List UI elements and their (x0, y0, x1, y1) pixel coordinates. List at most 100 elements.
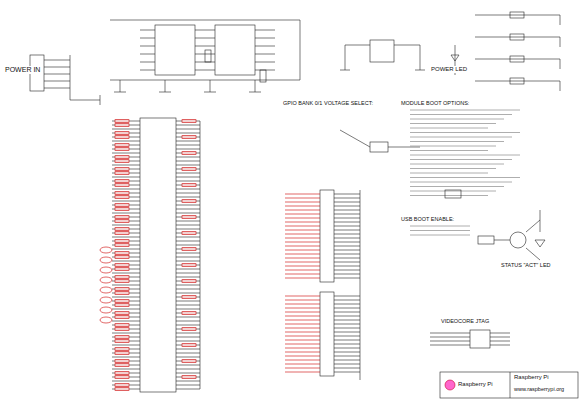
wire (176, 281, 200, 282)
part-outline (115, 120, 129, 123)
wire (176, 329, 200, 330)
part-outline (115, 172, 129, 175)
wire (112, 241, 140, 242)
part-outline (115, 324, 129, 327)
wire (334, 296, 360, 297)
wire (285, 258, 320, 259)
section-label: VIDEOCORE JTAG (440, 318, 490, 324)
wire (285, 214, 320, 215)
wire (410, 164, 504, 165)
part-outline (182, 136, 196, 139)
wire (112, 129, 140, 130)
part-outline (370, 40, 394, 62)
wire (285, 356, 320, 357)
wire (210, 80, 211, 92)
wire (112, 289, 140, 290)
wire (112, 281, 140, 282)
wire (112, 225, 140, 226)
part-outline (115, 336, 129, 339)
wire (204, 92, 216, 93)
part-outline (115, 276, 129, 279)
led-symbol (451, 55, 459, 61)
wire (176, 349, 200, 350)
wire (176, 389, 200, 390)
wire (285, 262, 320, 263)
wire (176, 149, 200, 150)
wire (285, 270, 320, 271)
wire (176, 145, 200, 146)
part-outline (140, 118, 176, 392)
wire (526, 220, 540, 232)
wire (334, 336, 360, 337)
wire (112, 261, 140, 262)
wire (112, 137, 140, 138)
wire (112, 341, 140, 342)
wire (334, 332, 360, 333)
wire (494, 240, 510, 241)
wire (334, 246, 360, 247)
wire (176, 221, 200, 222)
part-outline (115, 360, 129, 363)
section-label: USB BOOT ENABLE: (400, 216, 455, 222)
wire (255, 54, 275, 55)
wire (334, 206, 360, 207)
wire (410, 150, 488, 151)
part-outline (320, 190, 334, 282)
wire (285, 344, 320, 345)
wire (430, 341, 470, 342)
wire (334, 226, 360, 227)
wire (540, 210, 541, 232)
wire (140, 38, 155, 39)
wire (112, 213, 140, 214)
part-outline (155, 25, 195, 75)
wire (112, 329, 140, 330)
part-outline (115, 180, 129, 183)
wire (140, 46, 155, 47)
wire (112, 209, 140, 210)
wire (430, 333, 470, 334)
wire (112, 237, 140, 238)
wire (285, 222, 320, 223)
wire (140, 30, 155, 31)
part-outline (115, 192, 129, 195)
part-outline (510, 78, 524, 84)
pair-ring (100, 247, 112, 253)
part-outline (115, 204, 129, 207)
wire (110, 80, 300, 81)
pair-ring (100, 307, 112, 313)
wire (410, 119, 504, 120)
wire (475, 81, 560, 82)
part-outline (182, 200, 196, 203)
wire (334, 300, 360, 301)
part-outline (115, 316, 129, 319)
wire (285, 332, 320, 333)
wire (112, 169, 140, 170)
part-outline (115, 352, 129, 355)
wire (176, 137, 200, 138)
wire (560, 81, 561, 91)
wire (176, 309, 200, 310)
wire (334, 304, 360, 305)
wire (195, 70, 215, 71)
wire (112, 177, 140, 178)
wire (120, 80, 121, 92)
wire (112, 233, 140, 234)
wire (112, 253, 140, 254)
wire (285, 274, 320, 275)
part-outline (478, 236, 494, 244)
part-outline (182, 216, 196, 219)
wire (112, 285, 140, 286)
part-outline (182, 264, 196, 267)
part-outline (115, 288, 129, 291)
wire (176, 265, 200, 266)
wire (360, 190, 361, 380)
wire (165, 80, 166, 92)
wire (44, 60, 70, 61)
wire (490, 341, 510, 342)
wire (176, 361, 200, 362)
wire (112, 297, 140, 298)
wire (340, 70, 350, 71)
wire (334, 198, 360, 199)
wire (334, 270, 360, 271)
